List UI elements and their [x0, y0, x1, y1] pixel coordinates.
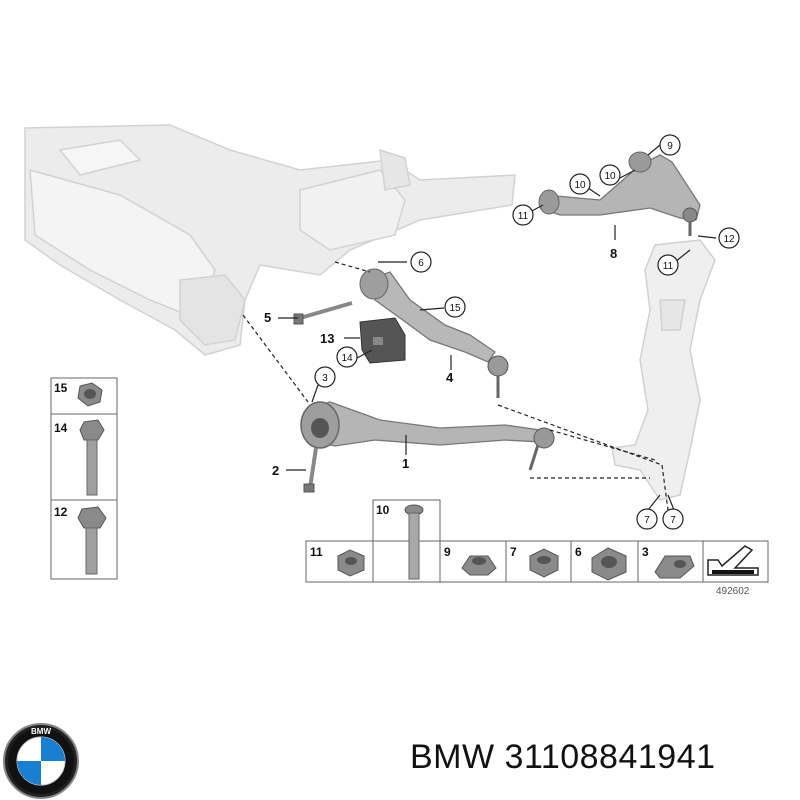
callout-10-lower: 10	[574, 180, 586, 191]
callout-5: 5	[264, 310, 271, 325]
table-bottom-num-11: 11	[310, 545, 323, 559]
table-left-num-12: 12	[54, 505, 68, 519]
rubber-mount	[359, 317, 406, 364]
callout-13: 13	[320, 331, 334, 346]
upper-control-arm	[538, 151, 701, 236]
diagram-reference-number: 492602	[716, 586, 750, 597]
nut-11-icon	[337, 549, 365, 577]
bottom-parts-table	[305, 499, 769, 583]
table-bottom-num-10: 10	[376, 503, 390, 517]
callout-3: 3	[322, 373, 328, 384]
leader-lines	[242, 144, 717, 511]
table-bottom-num-7: 7	[510, 545, 517, 559]
callout-8: 8	[610, 246, 617, 261]
table-left-num-14: 14	[54, 421, 68, 435]
bolt-5	[293, 301, 353, 325]
bolt-12-icon	[77, 506, 107, 575]
callout-14: 14	[341, 353, 353, 364]
callout-6: 6	[418, 258, 424, 269]
bolt-10-icon	[404, 504, 424, 580]
bolt-2	[303, 447, 318, 493]
callout-7-left: 7	[644, 515, 650, 526]
part-caption: BMW 31108841941	[410, 738, 716, 776]
callout-10-upper: 10	[604, 171, 616, 182]
washer-3-icon	[654, 555, 695, 579]
direction-arrow-icon	[707, 545, 759, 576]
callout-2: 2	[272, 463, 279, 478]
table-bottom-num-9: 9	[444, 545, 451, 559]
callout-15: 15	[449, 303, 461, 314]
callout-11-right: 11	[663, 261, 674, 272]
callout-circles	[314, 134, 740, 530]
bmw-logo-letters: BMW	[31, 727, 51, 736]
callout-9: 9	[667, 141, 673, 152]
nut-6-icon	[591, 547, 627, 581]
bolt-14-icon	[79, 419, 105, 496]
table-bottom-num-3: 3	[642, 545, 649, 559]
callout-4: 4	[446, 370, 454, 385]
steering-knuckle	[611, 239, 716, 501]
subframe	[24, 124, 516, 356]
nut-9-icon	[461, 555, 497, 576]
callout-7-right: 7	[670, 515, 676, 526]
callout-1: 1	[402, 456, 409, 471]
table-bottom-num-6: 6	[575, 545, 582, 559]
tension-strut	[359, 268, 509, 398]
nut-15-icon	[77, 382, 103, 407]
left-parts-table	[50, 377, 118, 580]
callout-12: 12	[723, 234, 735, 245]
table-left-num-15: 15	[54, 381, 68, 395]
callout-11-left: 11	[518, 211, 529, 222]
bmw-logo-icon: BMW	[3, 723, 79, 799]
lower-wishbone	[300, 401, 555, 471]
nut-7-icon	[529, 548, 559, 578]
